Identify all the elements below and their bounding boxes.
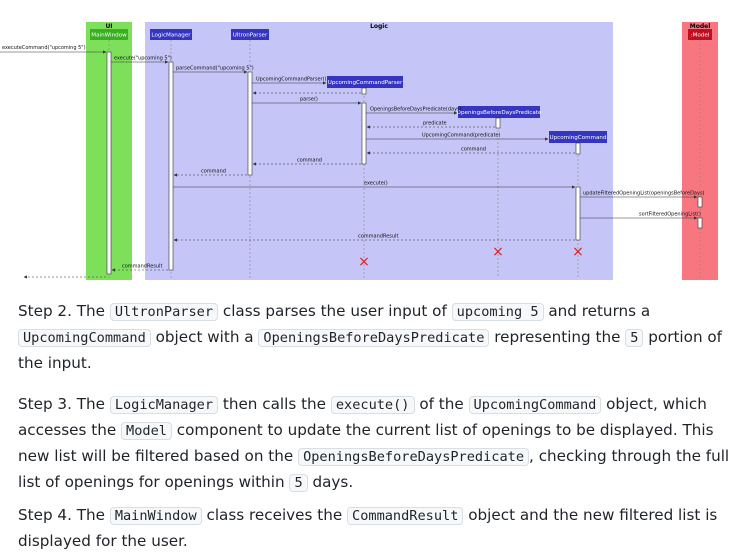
paragraph-text: days. <box>307 473 354 491</box>
msg-execute-command-object: execute() <box>364 181 388 187</box>
inline-code: UpcomingCommand <box>468 396 602 414</box>
sequence-diagram: UI Logic Model MainWindow LogicManager U… <box>0 22 718 280</box>
activation-model-1 <box>697 196 703 208</box>
svg-text:LogicManager: LogicManager <box>151 33 191 39</box>
inline-code: Model <box>121 422 172 440</box>
msg-command-return-2: command <box>297 158 322 164</box>
svg-text::Model: :Model <box>691 33 710 39</box>
msg-create-upcoming-command: UpcomingCommand(predicate) <box>422 133 501 139</box>
inline-code: upcoming 5 <box>451 303 544 321</box>
svg-text:OpeningsBeforeDaysPredicate: OpeningsBeforeDaysPredicate <box>457 110 542 116</box>
inline-code: LogicManager <box>109 396 219 414</box>
logic-frame-title: Logic <box>370 23 388 30</box>
activation-ultron-parser <box>247 71 253 176</box>
paragraph-text: representing the <box>489 328 626 346</box>
activation-bars <box>106 51 703 275</box>
destroy-openings-predicate: × <box>492 244 504 260</box>
paragraph-text: Step 4. The <box>18 506 110 524</box>
logic-frame: Logic <box>145 22 613 280</box>
inline-code: 5 <box>625 329 644 347</box>
svg-text:UpcomingCommandParser: UpcomingCommandParser <box>328 80 403 86</box>
model-frame-title: Model <box>690 23 711 30</box>
lifelines <box>108 40 701 278</box>
msg-command-result-2: commandResult <box>122 264 162 270</box>
svg-text:UltronParser: UltronParser <box>233 33 268 39</box>
activation-logic-manager <box>168 61 174 271</box>
paragraph-text: object and the new filtered list is disp… <box>18 506 718 550</box>
inline-code: 5 <box>289 474 308 492</box>
msg-create-upcoming-command-parser: UpcomingCommandParser() <box>256 77 327 83</box>
msg-predicate-return: predicate <box>423 121 447 127</box>
activation-model-2 <box>697 217 703 229</box>
msg-execute-command: executeCommand("upcoming 5") <box>2 45 86 51</box>
activation-main-window <box>106 51 112 275</box>
paragraph-text: Step 3. The <box>18 395 110 413</box>
paragraph-text: portion of the input. <box>18 328 723 372</box>
destroy-upcoming-command: × <box>572 244 584 260</box>
msg-command-return-1: command <box>461 147 486 153</box>
inline-code: OpeningsBeforeDaysPredicate <box>298 448 530 466</box>
paragraph-text: component to update the current list of … <box>18 421 714 465</box>
destroy-upcoming-command-parser: × <box>358 254 370 270</box>
svg-text:MainWindow: MainWindow <box>91 33 127 39</box>
paragraph-text: and returns a <box>543 302 651 320</box>
participant-openings-predicate: OpeningsBeforeDaysPredicate <box>457 106 542 118</box>
step-4-paragraph: Step 4. The MainWindow class receives th… <box>18 503 738 554</box>
inline-code: UpcomingCommand <box>18 329 151 347</box>
msg-parse-command: parseCommand("upcoming 5") <box>176 66 254 72</box>
activation-upcoming-command-exec <box>575 186 581 241</box>
msg-parse: parse() <box>300 97 318 103</box>
msg-command-result-1: commandResult <box>358 234 398 240</box>
paragraph-text: class parses the user input of <box>218 302 452 320</box>
participant-ultron-parser: UltronParser <box>231 29 269 40</box>
participant-logic-manager: LogicManager <box>150 29 192 40</box>
inline-code: CommandResult <box>347 507 464 525</box>
inline-code: execute() <box>330 396 415 414</box>
msg-update-filtered-opening-list: updateFilteredOpeningList(openingsBefore… <box>583 191 705 197</box>
paragraph-text: object, which accesses the <box>18 395 707 439</box>
inline-code: UltronParser <box>109 303 219 321</box>
msg-command-return-3: command <box>201 169 226 175</box>
msg-create-predicate: OpeningsBeforeDaysPredicate(days) <box>370 107 462 113</box>
paragraph-text: of the <box>414 395 469 413</box>
paragraph-text: , checking through the full list of open… <box>18 447 730 491</box>
msg-execute: execute("upcoming 5") <box>114 56 172 62</box>
participant-upcoming-command: UpcomingCommand <box>549 131 607 143</box>
activation-openings-predicate <box>495 117 501 129</box>
activation-upcoming-command-parser <box>361 87 367 95</box>
paragraph-text: class receives the <box>201 506 348 524</box>
paragraph-text: Step 2. The <box>18 302 110 320</box>
svg-text:UpcomingCommand: UpcomingCommand <box>550 135 607 141</box>
ui-frame-title: UI <box>105 23 112 30</box>
msg-sort-filtered-opening-list: sortFilteredOpeningList() <box>639 212 701 218</box>
step-3-paragraph: Step 3. The LogicManager then calls the … <box>18 392 738 496</box>
participant-model: :Model <box>688 29 712 40</box>
participant-main-window: MainWindow <box>90 29 128 40</box>
activation-upcoming-command-parser-parse <box>361 102 367 165</box>
inline-code: MainWindow <box>109 507 202 525</box>
paragraph-text: object with a <box>150 328 259 346</box>
paragraph-text: then calls the <box>218 395 331 413</box>
participant-upcoming-command-parser: UpcomingCommandParser <box>327 76 403 88</box>
step-2-paragraph: Step 2. The UltronParser class parses th… <box>18 299 738 376</box>
inline-code: OpeningsBeforeDaysPredicate <box>258 329 490 347</box>
activation-upcoming-command <box>575 142 581 155</box>
